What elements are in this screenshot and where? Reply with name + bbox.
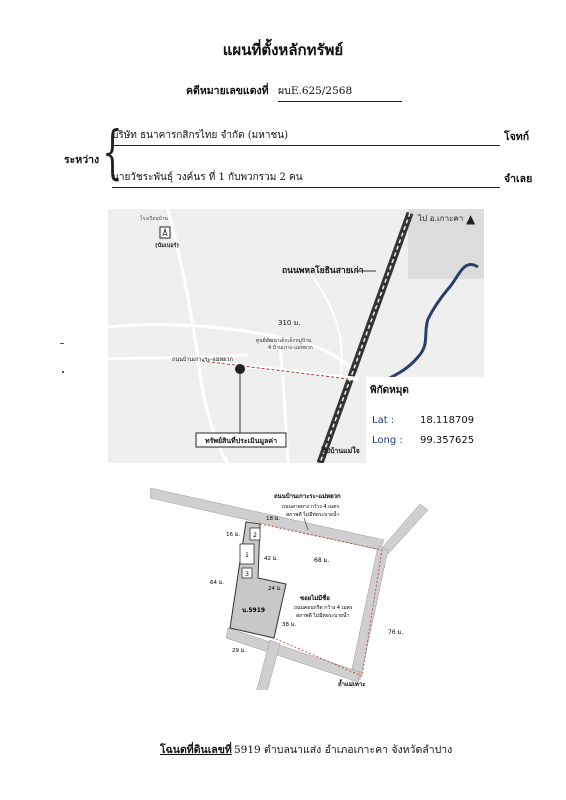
dist-16: 16 ม. (226, 532, 240, 538)
dist-29: 29 ม. (232, 648, 246, 654)
brace-icon: { (102, 118, 123, 186)
deed-value: 5919 ตำบลนาแส่ง อำเภอเกาะคา จังหวัดลำปาง (234, 744, 453, 756)
road-bottom (225, 627, 361, 683)
dist-18: 18 ม. (266, 516, 280, 522)
site-plan: 2 1 3 ถนนบ้านเกาะระ-แม่หยวก ถนนลาดยาง กว… (149, 480, 450, 711)
long-label: Long : (372, 435, 403, 446)
river-line (377, 263, 479, 386)
location-map: Å โรงเรียนบ้าน (นัมเบอร์) ไป อ.เกาะคา ▲ … (108, 209, 484, 463)
dist-38: 38 ม. (282, 622, 296, 628)
defendant-name: นายวัชระพันธุ์ วงค์นร ที่ 1 กับพวกรวม 2 … (112, 170, 500, 188)
road-soi (349, 545, 389, 681)
case-number-label: คดีหมายเลขแดงที่ (186, 85, 269, 97)
site-plan-svg: 2 1 3 ถนนบ้านเกาะระ-แม่หยวก ถนนลาดยาง กว… (149, 487, 429, 711)
road-bottom-label: ไปบ้านแม่ใจ (321, 446, 360, 455)
lat-value: 18.118709 (420, 415, 474, 426)
dist-42: 42 ม. (264, 556, 278, 562)
plaintiff-name: บริษัท ธนาคารกสิกรไทย จำกัด (มหาชน) (112, 128, 500, 146)
center-label-2: 4 บ้านเกาะ-แม่หยวก (268, 344, 313, 351)
plan-bottom-label: ถ้ำแม่เทาะ (338, 678, 365, 688)
soi-desc-1: ถนนคอนกรีต กว้าง 4 เมตร (294, 604, 353, 611)
dist-68: 68 ม. (314, 557, 329, 564)
case-number-value: ผบE.625/2568 (278, 82, 402, 102)
school-sub: (นัมเบอร์) (155, 242, 180, 249)
building-2-label: 2 (253, 532, 257, 539)
building-2 (249, 527, 261, 541)
north-arrow-icon: ▲ (466, 212, 476, 226)
document-title: แผนที่ตั้งหลักทรัพย์ (222, 41, 344, 59)
lat-label: Lat : (372, 415, 394, 426)
highway-label: ถนนพหลโยธินสายเก่า (282, 265, 364, 276)
coord-box (366, 377, 484, 463)
building-1-label: 1 (245, 552, 249, 559)
road-top-desc-2: สภาพดี ไม่มีท่อระบายน้ำ (286, 509, 339, 518)
school-name: โรงเรียนบ้าน (140, 215, 169, 222)
center-label: ศูนย์พัฒนาเด็กเล็กหมู่บ้าน (256, 336, 312, 344)
plaintiff-role: โจทก์ (504, 131, 530, 143)
distance-line (201, 360, 349, 380)
building-3-label: 3 (245, 571, 249, 578)
school-icon (159, 226, 171, 239)
soi-name: ซอยไม่มีชื่อ (300, 593, 330, 602)
property-callout: ทรัพย์สินที่ประเมินมูลค่า (205, 435, 277, 446)
margin-dot (62, 371, 64, 373)
deed-label: โฉนดที่ดินเลขที่ (160, 744, 232, 756)
map-field-area (408, 209, 484, 279)
dist-76: 76 ม. (388, 629, 403, 636)
distance-label: 310 ม. (278, 319, 300, 327)
parcel-boundary (259, 523, 383, 677)
building-1 (239, 543, 255, 565)
margin-mark (60, 343, 64, 344)
location-map-svg: Å โรงเรียนบ้าน (นัมเบอร์) ไป อ.เกาะคา ▲ … (108, 209, 484, 463)
village-road-label: ถนนบ้านเกาะระ-แม่หยวก (172, 356, 233, 363)
building-3 (241, 567, 253, 579)
road-top-desc-1: ถนนลาดยาง กว้าง 4 เมตร (282, 503, 339, 510)
dist-64: 64 ม. (210, 580, 224, 586)
defendant-role: จำเลย (504, 173, 533, 185)
property-pin-icon (235, 364, 245, 374)
long-value: 99.357625 (420, 435, 474, 446)
coord-title: พิกัดหมุด (370, 384, 409, 396)
dist-24: 24 ม. (268, 586, 282, 592)
road-branch (379, 503, 429, 555)
svg-text:Å: Å (162, 227, 168, 238)
parcel-label: น.5919 (242, 607, 265, 614)
road-top-name: ถนนบ้านเกาะระ-แม่หยวก (274, 492, 341, 500)
soi-desc-2: สภาพดี ไม่มีท่อระบายน้ำ (296, 610, 349, 619)
property-callout-box (195, 432, 287, 448)
road-top (149, 487, 385, 551)
road-top-label: ไป อ.เกาะคา (417, 214, 463, 223)
between-label: ระหว่าง (64, 154, 100, 166)
